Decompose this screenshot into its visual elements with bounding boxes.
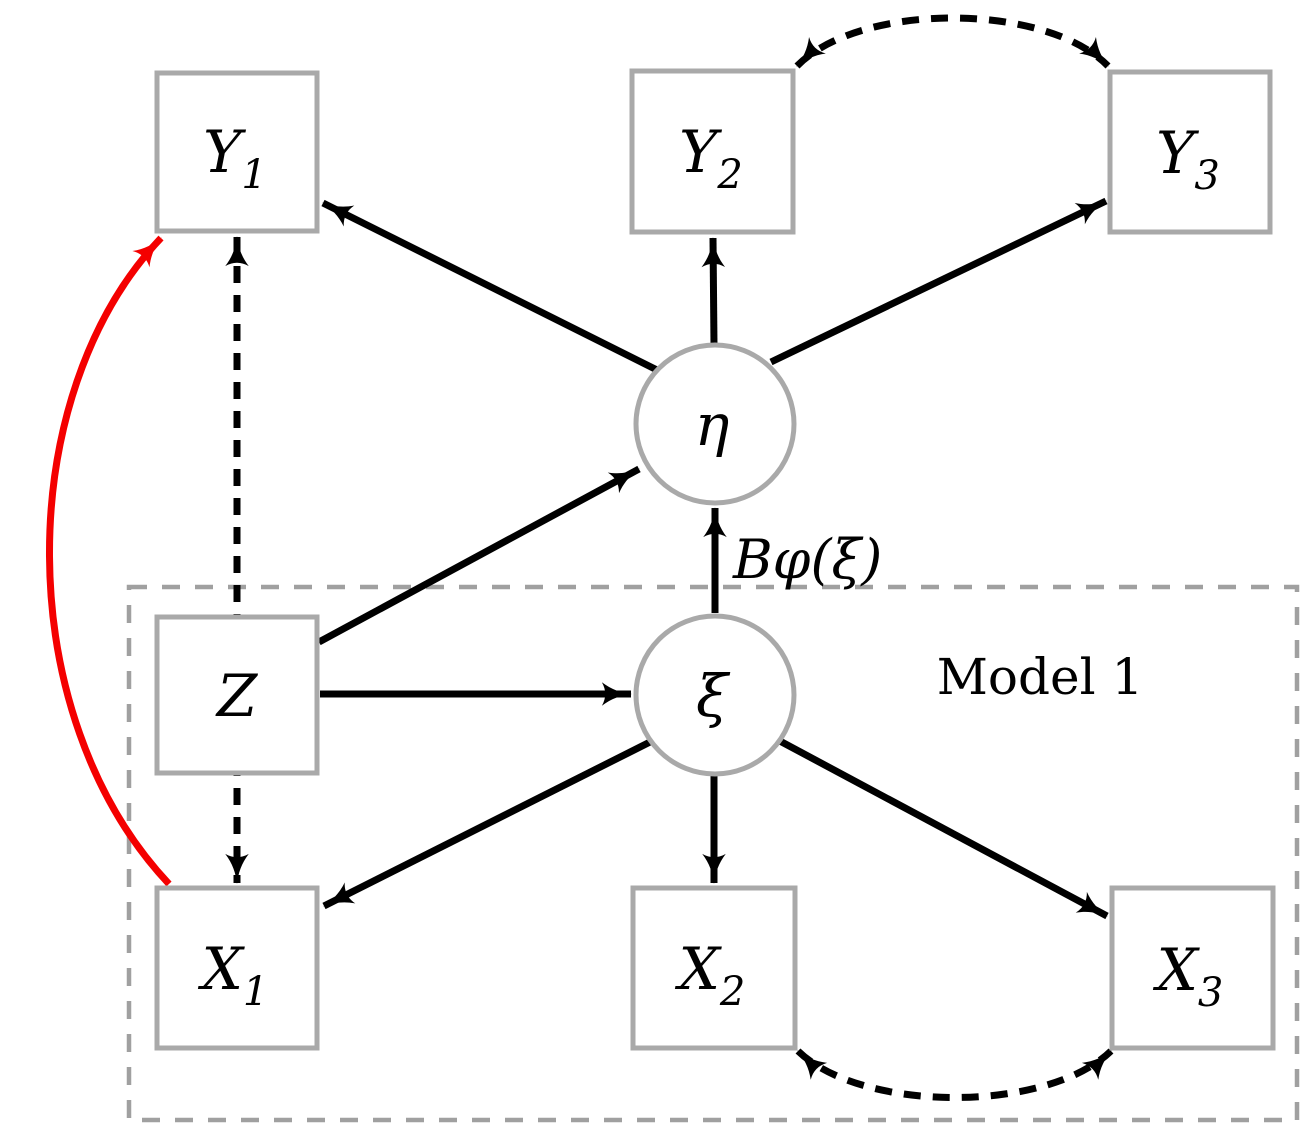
node-eta-circle xyxy=(633,342,797,506)
node-x2-label: X2 xyxy=(675,935,746,1015)
edge-x1-y1-highlight xyxy=(46,235,172,887)
node-x2-box xyxy=(630,885,798,1051)
node-y1-label: Y1 xyxy=(203,118,267,198)
node-xi-label: ξ xyxy=(696,662,731,730)
node-x3-box xyxy=(1109,885,1276,1051)
model1-frame-label: Model 1 xyxy=(937,648,1144,706)
edge-xi-x3 xyxy=(776,736,1109,920)
node-z-box xyxy=(154,614,320,776)
node-x3-label: X3 xyxy=(1153,936,1224,1016)
node-y2-box xyxy=(629,68,796,235)
edge-eta-y2 xyxy=(701,236,726,346)
node-z-label: Z xyxy=(215,662,259,730)
edge-x2-x3-dashed xyxy=(795,1048,1114,1101)
node-eta-label: η xyxy=(695,391,730,459)
node-y3-box xyxy=(1107,69,1273,235)
edge-eta-y3 xyxy=(769,197,1108,366)
node-y3-label: Y3 xyxy=(1156,119,1220,199)
node-x1-box xyxy=(154,885,320,1051)
edge-z-eta xyxy=(317,465,641,646)
node-x1-label: X1 xyxy=(198,935,269,1015)
node-y1-box xyxy=(154,70,320,234)
edge-y2-y3-dashed xyxy=(794,14,1111,69)
node-xi-circle xyxy=(633,613,797,777)
edge-xi-x1 xyxy=(322,737,654,910)
node-y2-label: Y2 xyxy=(679,118,743,198)
edge-eta-y1 xyxy=(321,199,661,375)
model1-frame xyxy=(126,584,1300,1123)
edge-xi-eta-label: Bφ(ξ) xyxy=(732,528,882,591)
